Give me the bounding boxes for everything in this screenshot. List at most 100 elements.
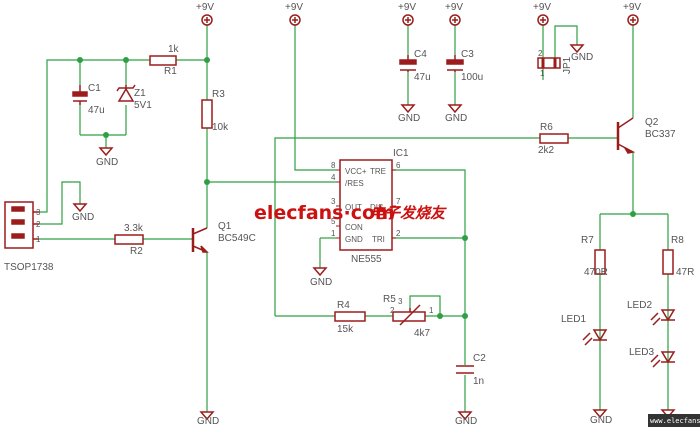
- r5-name: R5: [383, 294, 396, 305]
- jp1-pin-2: 2: [538, 49, 543, 58]
- tsop-pin-2: 2: [36, 220, 41, 229]
- led-3: [650, 351, 676, 368]
- led1-name: LED1: [561, 314, 586, 325]
- resistor-r7: [594, 249, 606, 275]
- r3-value: 10k: [212, 122, 229, 133]
- ic1-pin-out: OUT: [345, 203, 362, 212]
- gnd-label-8: GND: [455, 416, 477, 427]
- watermark: elecfans·com 电子发烧友: [254, 202, 447, 224]
- capacitor-c2: [456, 365, 474, 374]
- z1-value: 5V1: [134, 100, 152, 111]
- capacitor-c3: [446, 55, 464, 72]
- q2-name: Q2: [645, 117, 659, 128]
- c1-name: C1: [88, 83, 101, 94]
- gnd-label-6: GND: [571, 52, 593, 63]
- vcc-label-1: +9V: [196, 2, 214, 13]
- r5-value: 4k7: [414, 328, 431, 339]
- tsop-pin-3: 3: [36, 208, 41, 217]
- vcc-label-2: +9V: [285, 2, 303, 13]
- r5-pin-1: 1: [429, 306, 434, 315]
- ic1-num-1: 1: [331, 229, 336, 238]
- transistor-q1: [191, 227, 209, 253]
- resistor-r4: [334, 311, 366, 322]
- ic1-pin-con: CON: [345, 223, 363, 232]
- gnd-label-5: GND: [445, 113, 467, 124]
- r3-name: R3: [212, 89, 225, 100]
- c3-value: 100u: [461, 72, 483, 83]
- vcc-label-3: +9V: [398, 2, 416, 13]
- vcc-label-4: +9V: [445, 2, 463, 13]
- transistor-q2: [616, 117, 636, 154]
- ic1-num-6: 6: [396, 161, 401, 170]
- resistor-r2: [114, 234, 144, 245]
- gnd-label-7: GND: [197, 416, 219, 427]
- gnd-label-2: GND: [72, 212, 94, 223]
- r8-name: R8: [671, 235, 684, 246]
- r5-pin-2: 2: [390, 306, 395, 315]
- labels: +9V +9V +9V +9V +9V +9V GND GND GND GND …: [4, 2, 694, 427]
- watermark-brand: elecfans·com: [254, 202, 395, 224]
- r2-value: 3.3k: [124, 223, 144, 234]
- resistor-r3: [201, 99, 213, 129]
- ic1-pin-tri: TRI: [372, 235, 385, 244]
- c4-name: C4: [414, 49, 427, 60]
- tsop-pin-1: 1: [36, 235, 41, 244]
- gnd-label-3: GND: [310, 277, 332, 288]
- resistor-r8: [662, 249, 674, 275]
- r1-value: 1k: [168, 44, 180, 55]
- capacitor-c1: [72, 85, 88, 105]
- gnd-label-4: GND: [398, 113, 420, 124]
- r7-name: R7: [581, 235, 594, 246]
- q2-value: BC337: [645, 129, 676, 140]
- ic1-pin-dis: DIS: [370, 203, 383, 212]
- ic1-num-8: 8: [331, 161, 336, 170]
- resistor-r1: [149, 55, 177, 66]
- watermark-cn: 电子发烧友: [370, 204, 447, 222]
- led-2: [650, 309, 676, 326]
- ic1-value: NE555: [351, 254, 382, 265]
- ic1-pin-res: /RES: [345, 179, 364, 188]
- r4-name: R4: [337, 300, 350, 311]
- r8-value: 47R: [676, 267, 694, 278]
- c4-value: 47u: [414, 72, 431, 83]
- q1-name: Q1: [218, 221, 232, 232]
- q1-value: BC549C: [218, 233, 256, 244]
- ic1-pin-gnd: GND: [345, 235, 363, 244]
- r5-pin-3: 3: [398, 297, 403, 306]
- jumper-jp1: [537, 57, 561, 69]
- led3-name: LED3: [629, 347, 654, 358]
- ic1-num-7: 7: [396, 197, 401, 206]
- z1-name: Z1: [134, 88, 146, 99]
- tsop-label: TSOP1738: [4, 262, 54, 273]
- ic1-name: IC1: [393, 148, 409, 159]
- ic1-num-2: 2: [396, 229, 401, 238]
- vcc-label-5: +9V: [533, 2, 551, 13]
- footer-badge: www.elecfans.com: [648, 414, 700, 427]
- r2-name: R2: [130, 246, 143, 257]
- gnd-label-9: GND: [590, 415, 612, 426]
- c2-name: C2: [473, 353, 486, 364]
- r4-value: 15k: [337, 324, 354, 335]
- capacitor-c4: [399, 55, 417, 72]
- ic1-pin-tre: TRE: [370, 167, 386, 176]
- c3-name: C3: [461, 49, 474, 60]
- ic1-num-3: 3: [331, 197, 336, 206]
- c2-value: 1n: [473, 376, 484, 387]
- tsop-sensor: [4, 201, 39, 249]
- r7-value: 470R: [584, 267, 608, 278]
- jp1-pin-1: 1: [540, 69, 545, 78]
- r1-name: R1: [164, 66, 177, 77]
- potentiometer-r5: [392, 304, 426, 326]
- led2-name: LED2: [627, 300, 652, 311]
- vcc-label-6: +9V: [623, 2, 641, 13]
- c1-value: 47u: [88, 105, 105, 116]
- resistor-r6: [539, 133, 569, 144]
- footer-site: www.elecfans.com: [650, 417, 700, 425]
- ic1-num-5: 5: [331, 217, 336, 226]
- ic1-num-4: 4: [331, 173, 336, 182]
- r6-name: R6: [540, 122, 553, 133]
- r6-value: 2k2: [538, 145, 555, 156]
- ic1-pin-vcc: VCC+: [345, 167, 367, 176]
- gnd-label-1: GND: [96, 157, 118, 168]
